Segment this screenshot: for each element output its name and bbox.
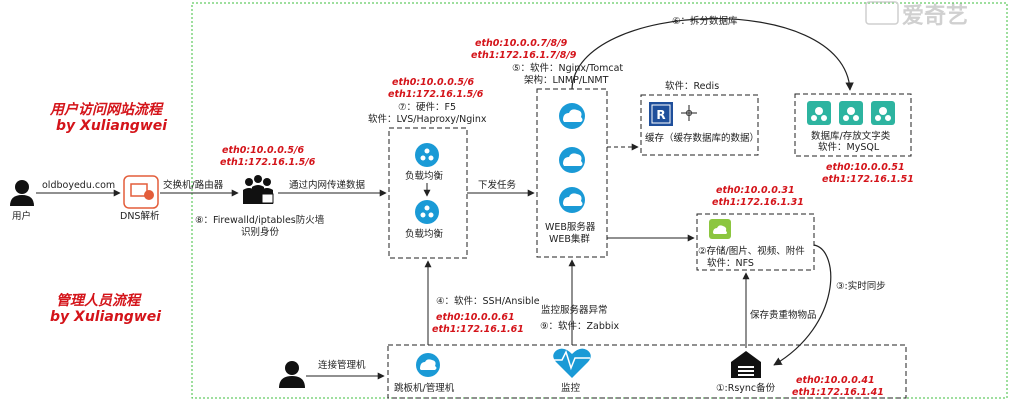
lb-link-out-label: 下发任务 — [478, 180, 517, 191]
switch-label: 交换机/路由器 — [163, 180, 224, 191]
web-ip-1: eth0:10.0.0.7/8/9 — [475, 38, 568, 49]
firewall-label-2: 识别身份 — [241, 227, 280, 238]
db-label-1: 数据库/存放文字类 — [811, 131, 891, 142]
redis-icon: R — [649, 102, 673, 126]
cache-label: 缓存（缓存数据库的数据） — [645, 133, 760, 144]
web-server-1-icon — [559, 103, 585, 129]
watermark-text: 爱奇艺 — [902, 4, 969, 29]
web-arch-label: 架构：LNMP/LNMT — [524, 75, 609, 86]
web-label-2: WEB集群 — [549, 234, 590, 245]
web-sw-label: ⑤：软件：Nginx/Tomcat — [512, 63, 624, 74]
jump-ip-2: eth1:172.16.1.61 — [432, 324, 524, 335]
backup-label: ①:Rsync备份 — [716, 383, 776, 394]
nfs-icon — [709, 219, 731, 239]
db-ip-2: eth1:172.16.1.51 — [822, 174, 914, 185]
db-top-label: ⑥：拆分数据库 — [672, 16, 738, 27]
nfs-ip-2: eth1:172.16.1.31 — [712, 197, 804, 208]
lb-link-in-label: 通过内网传递数据 — [289, 180, 366, 191]
lb-node-2-icon — [415, 200, 439, 224]
lb-ip-2: eth1:172.16.1.5/6 — [388, 89, 484, 100]
nfs-ip-1: eth0:10.0.0.31 — [716, 185, 795, 196]
lb-node-2-label: 负载均衡 — [405, 229, 444, 240]
monitor-heartbeat-icon — [553, 348, 591, 378]
nfs-label-1: ②存储/图片、视频、附件 — [698, 246, 805, 257]
jump-server-label: 跳板机/管理机 — [394, 383, 455, 394]
web-to-db-arc — [571, 18, 854, 91]
admin-connect-label: 连接管理机 — [318, 360, 366, 371]
db-box — [794, 93, 912, 157]
jump-ip-1: eth0:10.0.0.61 — [436, 312, 515, 323]
admin-group-box — [387, 344, 907, 399]
watermark-logo — [865, 1, 899, 25]
dns-icon — [123, 175, 159, 209]
user-person-icon — [10, 180, 34, 206]
db-icon-1 — [807, 101, 831, 125]
nfs-sync-label: ③:实时同步 — [836, 281, 886, 292]
zabbix-label: ⑨：软件：Zabbix — [540, 321, 620, 332]
fw-ip-2: eth1:172.16.1.5/6 — [220, 157, 316, 168]
admin-person-icon — [279, 361, 305, 388]
db-ip-1: eth0:10.0.0.51 — [826, 162, 905, 173]
ssh-label: ④：软件：SSH/Ansible — [436, 296, 540, 307]
lb-sw-label: 软件：LVS/Haproxy/Nginx — [368, 114, 487, 125]
web-server-2-icon — [559, 147, 585, 173]
backup-warehouse-icon — [731, 351, 761, 378]
db-icon-2 — [839, 101, 863, 125]
nfs-box — [696, 213, 815, 271]
svg-text:R: R — [656, 108, 665, 122]
move-icon — [681, 105, 697, 121]
db-icon-3 — [871, 101, 895, 125]
firewall-label-1: ⑧：Firewalld/iptables防火墙 — [195, 215, 325, 226]
firewall-icon — [243, 175, 274, 204]
db-label-2: 软件：MySQL — [818, 142, 880, 153]
outer-region-border — [191, 2, 1008, 399]
monitor-alert-label: 监控服务器异常 — [541, 305, 608, 316]
web-ip-2: eth1:172.16.1.7/8/9 — [471, 50, 577, 61]
web-label-1: WEB服务器 — [545, 222, 596, 233]
lb-node-1-icon — [415, 143, 439, 167]
nfs-to-backup-arc — [773, 244, 832, 366]
cache-sw-label: 软件：Redis — [665, 81, 720, 92]
lb-hw-label: ⑦：硬件：F5 — [398, 102, 457, 113]
fw-ip-1: eth0:10.0.0.5/6 — [222, 145, 305, 156]
cache-box — [640, 94, 759, 156]
user-flow-author: by Xuliangwei — [56, 118, 168, 134]
nfs-label-2: 软件：NFS — [707, 258, 754, 269]
jump-server-icon — [416, 353, 440, 377]
backup-ip-1: eth0:10.0.0.41 — [796, 375, 875, 386]
user-label: 用户 — [12, 211, 32, 222]
lb-node-1-label: 负载均衡 — [405, 171, 444, 182]
backup-ip-2: eth1:172.16.1.41 — [792, 387, 884, 398]
monitor-label: 监控 — [561, 383, 581, 394]
url-label: oldboyedu.com — [42, 180, 116, 191]
web-server-3-icon — [559, 187, 585, 213]
save-label: 保存贵重物物品 — [750, 310, 817, 321]
admin-flow-author: by Xuliangwei — [50, 309, 162, 325]
lb-ip-1: eth0:10.0.0.5/6 — [392, 77, 475, 88]
admin-flow-title: 管理人员流程 — [56, 293, 140, 309]
dns-label: DNS解析 — [120, 211, 160, 222]
user-flow-title: 用户访问网站流程 — [50, 102, 162, 118]
